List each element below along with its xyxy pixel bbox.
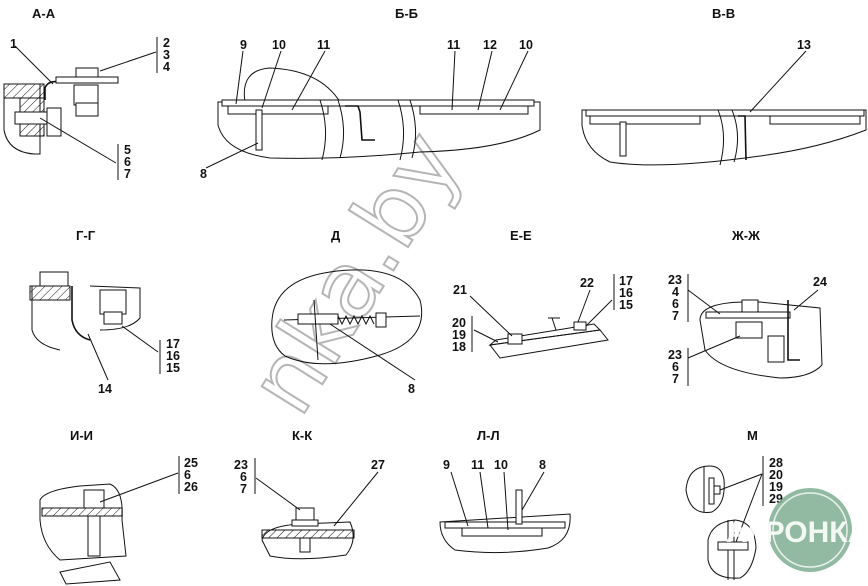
callout-label: 7 bbox=[240, 482, 247, 496]
section-zhzh: Ж-Ж 23 4 6 7 24 23 6 7 bbox=[668, 228, 827, 386]
callout-label: 19 bbox=[452, 328, 466, 342]
callout-label: 11 bbox=[317, 38, 330, 52]
callout-label: 13 bbox=[797, 38, 811, 52]
callout-label: 6 bbox=[184, 468, 191, 482]
callout-label: 9 bbox=[240, 38, 247, 52]
callout-label: 1 bbox=[10, 37, 17, 51]
callout-label: 20 bbox=[452, 316, 466, 330]
section-title: Д bbox=[331, 228, 341, 243]
callout-label: 10 bbox=[272, 38, 286, 52]
section-title: Ж-Ж bbox=[731, 228, 760, 243]
callout-label: 5 bbox=[124, 143, 131, 157]
section-vv: В-В 13 bbox=[581, 6, 867, 166]
callout-label: 6 bbox=[672, 360, 679, 374]
section-title: Г-Г bbox=[76, 228, 96, 243]
section-title: В-В bbox=[712, 6, 735, 21]
section-title: А-А bbox=[32, 6, 56, 21]
callout-label: 15 bbox=[166, 361, 180, 375]
callout-label: 8 bbox=[539, 458, 546, 472]
section-ll: Л-Л 9 11 10 8 bbox=[439, 428, 571, 554]
callout-label: 7 bbox=[124, 167, 131, 181]
callout-label: 6 bbox=[124, 155, 131, 169]
callout-label: 9 bbox=[443, 458, 450, 472]
callout-label: 26 bbox=[184, 480, 198, 494]
callout-label: 16 bbox=[619, 286, 633, 300]
section-ii: И-И 25 6 26 bbox=[39, 428, 198, 585]
callout-label: АГРОНКА bbox=[726, 516, 868, 549]
callout-label: 12 bbox=[483, 38, 497, 52]
callout-label: 4 bbox=[672, 285, 679, 299]
section-aa: А-А 1 2 3 4 5 6 7 bbox=[3, 6, 170, 181]
callout-label: 6 bbox=[672, 297, 679, 311]
callout-label: 25 bbox=[184, 456, 198, 470]
section-title: Б-Б bbox=[395, 6, 418, 21]
section-ee: Е-Е 21 20 19 18 22 17 16 15 bbox=[452, 228, 633, 359]
callout-label: 8 bbox=[200, 167, 207, 181]
callout-label: 20 bbox=[769, 468, 783, 482]
callout-label: 7 bbox=[672, 372, 679, 386]
callout-label: 11 bbox=[471, 458, 484, 472]
callout-label: 4 bbox=[163, 60, 170, 74]
callout-label: 14 bbox=[98, 382, 112, 396]
callout-label: 22 bbox=[580, 276, 594, 290]
section-title: К-К bbox=[292, 428, 312, 443]
callout-label: nka.by bbox=[228, 113, 482, 431]
callout-label: 8 bbox=[408, 382, 415, 396]
callout-label: 3 bbox=[163, 48, 170, 62]
callout-label: 21 bbox=[453, 283, 467, 297]
agronka-logo: АГРОНКА bbox=[726, 488, 868, 572]
callout-label: 15 bbox=[619, 298, 633, 312]
callout-label: 27 bbox=[371, 458, 385, 472]
callout-label: 10 bbox=[519, 38, 533, 52]
section-gg: Г-Г 17 16 15 14 bbox=[29, 228, 180, 396]
callout-label: 28 bbox=[769, 456, 783, 470]
section-bb: Б-Б 9 10 11 8 11 12 10 bbox=[200, 6, 541, 181]
section-title: И-И bbox=[70, 428, 93, 443]
callout-label: 23 bbox=[668, 273, 682, 287]
callout-label: 7 bbox=[672, 309, 679, 323]
callout-label: 23 bbox=[234, 458, 248, 472]
callout-label: 23 bbox=[668, 348, 682, 362]
section-d: Д 8 bbox=[271, 228, 423, 396]
callout-label: 11 bbox=[447, 38, 460, 52]
section-kk: К-К 23 6 7 27 bbox=[234, 428, 385, 560]
callout-label: 19 bbox=[769, 480, 783, 494]
section-title: Л-Л bbox=[477, 428, 500, 443]
callout-label: 2 bbox=[163, 36, 170, 50]
callout-label: 6 bbox=[240, 470, 247, 484]
callout-label: 24 bbox=[813, 275, 827, 289]
watermark: nka.by bbox=[227, 112, 483, 432]
section-title: Е-Е bbox=[510, 228, 532, 243]
section-title: М bbox=[747, 428, 758, 443]
callout-label: 16 bbox=[166, 349, 180, 363]
section-m: М 28 20 19 29 bbox=[685, 428, 783, 580]
callout-label: 17 bbox=[619, 274, 633, 288]
callout-label: 18 bbox=[452, 340, 466, 354]
callout-label: 17 bbox=[166, 337, 180, 351]
callout-label: 10 bbox=[494, 458, 508, 472]
